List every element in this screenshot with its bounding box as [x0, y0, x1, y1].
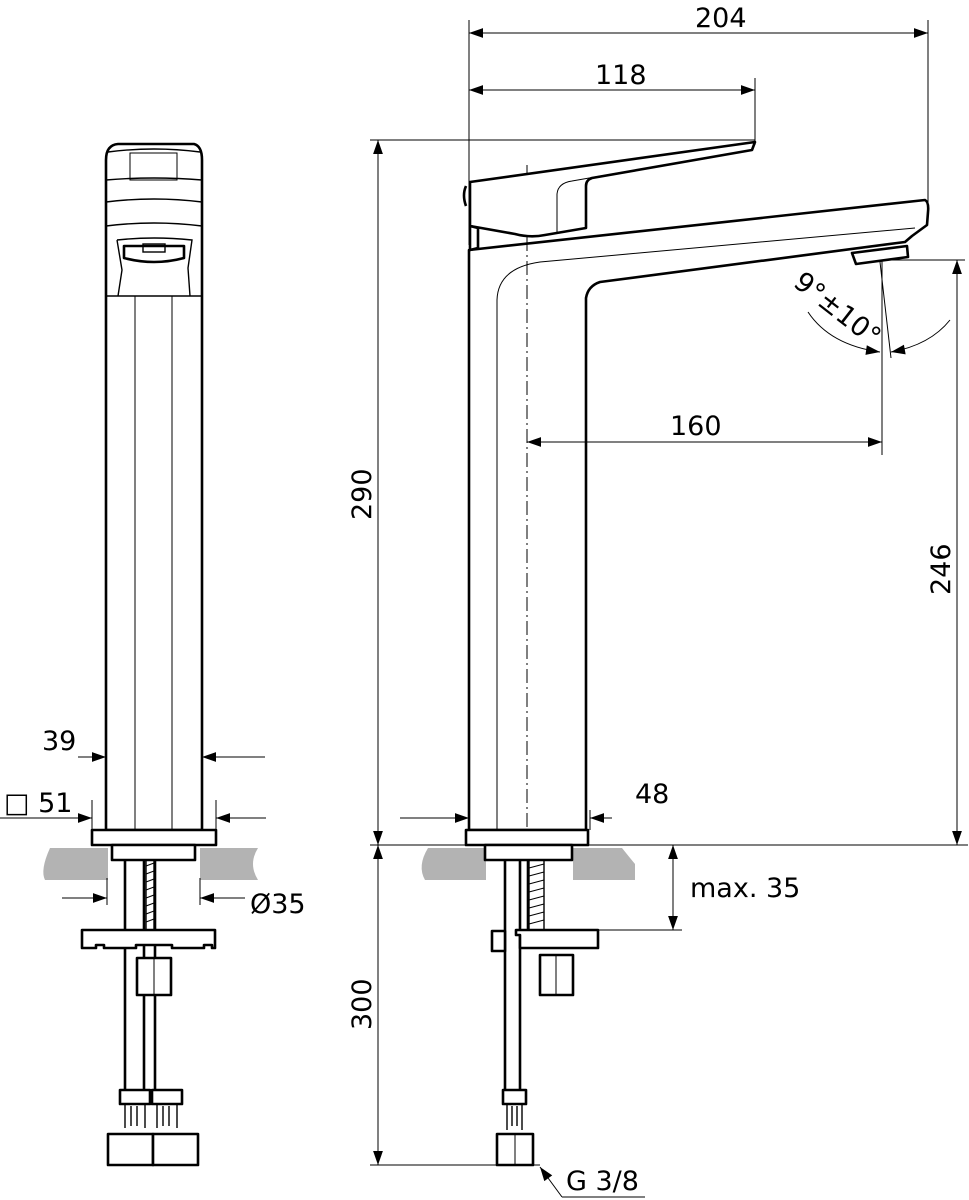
dim-body-width-front: 39 — [42, 726, 76, 757]
hose-ferrule-right — [150, 1088, 184, 1106]
dim-lever-reach: 118 — [595, 60, 647, 91]
hose-ferrule-left — [118, 1088, 152, 1106]
dim-connection-thread: G 3/8 — [566, 1166, 639, 1197]
threaded-rod-side — [528, 859, 545, 931]
dim-overall-reach: 204 — [695, 3, 747, 34]
fixing-plate — [80, 928, 217, 950]
base-ring-side — [483, 843, 574, 862]
cap-top-line — [107, 148, 201, 153]
cap-window — [129, 152, 178, 181]
cap-band — [105, 177, 203, 181]
lever-band-top — [105, 198, 203, 203]
base-plate — [90, 828, 218, 847]
dim-max-counter-thickness: max. 35 — [690, 873, 800, 904]
dim-body-width-side: 48 — [635, 779, 669, 810]
side-dimensions: 204 118 290 246 160 9°±10° 48 max. 35 — [347, 3, 968, 1198]
side-body — [467, 198, 930, 832]
base-plate-side — [464, 828, 590, 847]
dim-hole-diameter: Ø35 — [250, 889, 306, 920]
aerator-slot — [142, 243, 166, 253]
front-body — [104, 142, 204, 832]
lever — [468, 140, 757, 238]
countertop-right-side — [573, 848, 635, 880]
base-ring — [110, 843, 197, 862]
side-view — [421, 140, 930, 1167]
hose-ferrule-side — [501, 1088, 528, 1106]
front-view — [43, 142, 258, 1167]
dim-total-height: 290 — [347, 468, 378, 520]
spout-front — [116, 237, 193, 297]
dim-spout-height: 246 — [926, 543, 957, 595]
countertop-right — [200, 848, 258, 880]
front-dimensions: 39 □ 51 Ø35 — [0, 726, 306, 920]
dim-hose-length: 300 — [347, 978, 378, 1030]
lever-band-bottom — [105, 222, 203, 227]
spout-inner-line — [496, 227, 916, 830]
aerator — [850, 244, 910, 266]
hose-nut-left — [106, 1132, 155, 1167]
dim-spout-angle: 9°±10° — [788, 266, 887, 353]
clip — [490, 929, 507, 953]
dim-spout-reach: 160 — [670, 411, 722, 442]
countertop-left-side — [421, 848, 486, 880]
hose-nut-right — [151, 1132, 200, 1167]
countertop-left — [43, 848, 109, 880]
aerator-icon — [122, 244, 186, 264]
dim-base-square: □ 51 — [4, 788, 72, 819]
fixing-plate-side — [514, 928, 600, 950]
